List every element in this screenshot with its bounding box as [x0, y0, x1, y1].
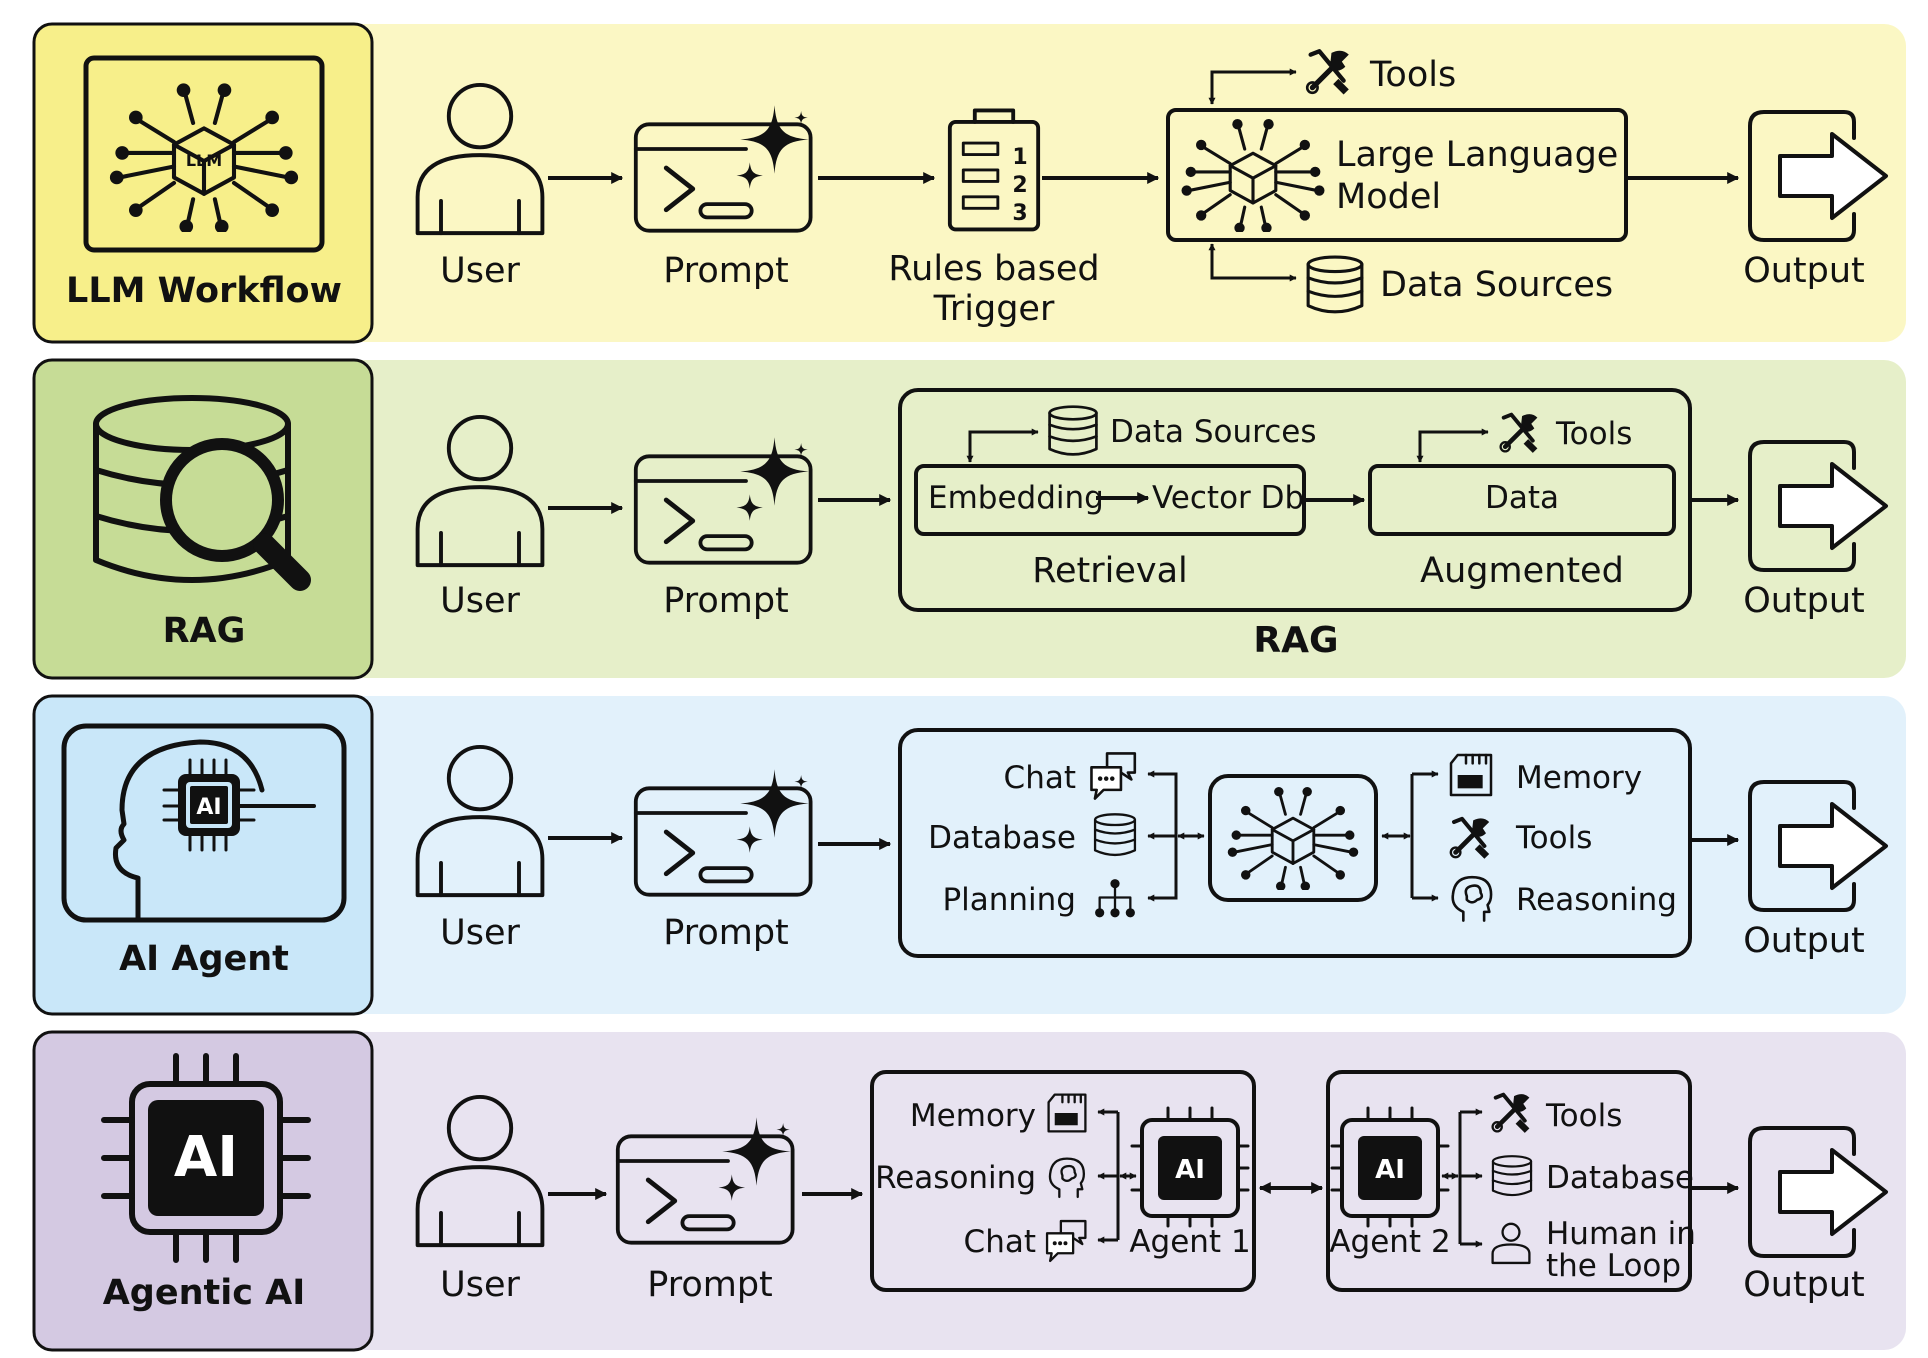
agent2-database-label: Database [1546, 1160, 1694, 1196]
llm-row-panel [300, 24, 1906, 342]
ai-chip-icon: AI [101, 1053, 311, 1263]
agent2-tools-label: Tools [1545, 1098, 1622, 1134]
agent-memory-label: Memory [1516, 760, 1642, 796]
agent-core-box [1208, 774, 1378, 902]
llm-prompt-label: Prompt [663, 251, 789, 291]
llm-model-box [1166, 108, 1628, 242]
retrieval-label: Retrieval [1032, 551, 1188, 591]
llm-output-label: Output [1743, 251, 1865, 291]
trigger-label-line2: Trigger [933, 289, 1055, 329]
rag-section-title: RAG [1253, 620, 1338, 661]
human-label-line2: the Loop [1546, 1248, 1681, 1284]
agent-reasoning-label: Reasoning [1516, 882, 1677, 918]
llm-category-title: LLM Workflow [66, 271, 342, 311]
agent-chat-label: Chat [1004, 760, 1076, 796]
rag-category-title: RAG [163, 611, 246, 651]
llm-card-icon: LLM [83, 55, 325, 253]
agent2-box [1326, 1070, 1692, 1292]
agentic-row-panel [300, 1032, 1906, 1350]
llm-tools-connector [1208, 68, 1297, 105]
rag-data-connector [966, 428, 1039, 463]
agent1-label: Agent 1 [1129, 1224, 1250, 1260]
human-label-line1: Human in [1546, 1216, 1696, 1252]
llm-data-sources-label: Data Sources [1380, 265, 1613, 305]
llm-data-connector [1208, 243, 1297, 282]
svg-text:LLM: LLM [186, 151, 222, 170]
rag-data-sources-label: Data Sources [1110, 414, 1317, 450]
agentic-card-chip-text: AI [174, 1125, 238, 1190]
augmented-label: Augmented [1420, 551, 1624, 591]
agentic-output-label: Output [1743, 1265, 1865, 1305]
agent2-chip-text: AI [1375, 1155, 1405, 1185]
ai-head-icon: AI [61, 723, 347, 923]
agent1-chip-icon: AI [1130, 1106, 1250, 1228]
agentic-category-title: Agentic AI [103, 1273, 306, 1313]
rag-row [32, 358, 1906, 680]
checklist-item-1: 1 [1012, 145, 1027, 170]
agent-output-label: Output [1743, 921, 1865, 961]
rag-output-label: Output [1743, 581, 1865, 621]
agentic-prompt-label: Prompt [647, 1265, 773, 1305]
agent1-box [870, 1070, 1256, 1292]
model-label-line2: Model [1336, 177, 1441, 217]
embedding-label: Embedding [928, 480, 1104, 516]
agent1-chat-label: Chat [964, 1224, 1036, 1260]
agent1-reasoning-label: Reasoning [875, 1160, 1036, 1196]
checklist-item-2: 2 [1012, 173, 1027, 198]
llm-user-label: User [440, 251, 520, 291]
agent-card-chip-text: AI [196, 795, 221, 820]
agent-prompt-label: Prompt [663, 913, 789, 953]
rag-tools-label: Tools [1555, 416, 1632, 452]
vector-db-label: Vector Db [1152, 480, 1304, 516]
agent-row-panel [300, 696, 1906, 1014]
checklist-item-3: 3 [1012, 201, 1027, 226]
agent-planning-label: Planning [942, 882, 1076, 918]
agentic-user-label: User [440, 1265, 520, 1305]
database-search-icon [93, 395, 311, 591]
model-label-line1: Large Language [1336, 135, 1618, 175]
agent-tools-label: Tools [1515, 820, 1592, 856]
rag-tools-connector [1416, 428, 1489, 463]
agent1-memory-label: Memory [910, 1098, 1036, 1134]
agent-database-label: Database [928, 820, 1076, 856]
rag-data-label: Data [1485, 480, 1559, 516]
rag-prompt-label: Prompt [663, 581, 789, 621]
agent1-chip-text: AI [1175, 1155, 1205, 1185]
trigger-label-line1: Rules based [888, 249, 1099, 289]
rag-row-panel [300, 360, 1906, 678]
agent-user-label: User [440, 913, 520, 953]
agent-box [898, 728, 1692, 958]
agent2-label: Agent 2 [1329, 1224, 1450, 1260]
rag-user-label: User [440, 581, 520, 621]
agent2-chip-icon: AI [1330, 1106, 1450, 1228]
agent-category-title: AI Agent [119, 939, 289, 979]
llm-tools-label: Tools [1369, 55, 1456, 95]
augmented-box [1368, 464, 1676, 536]
